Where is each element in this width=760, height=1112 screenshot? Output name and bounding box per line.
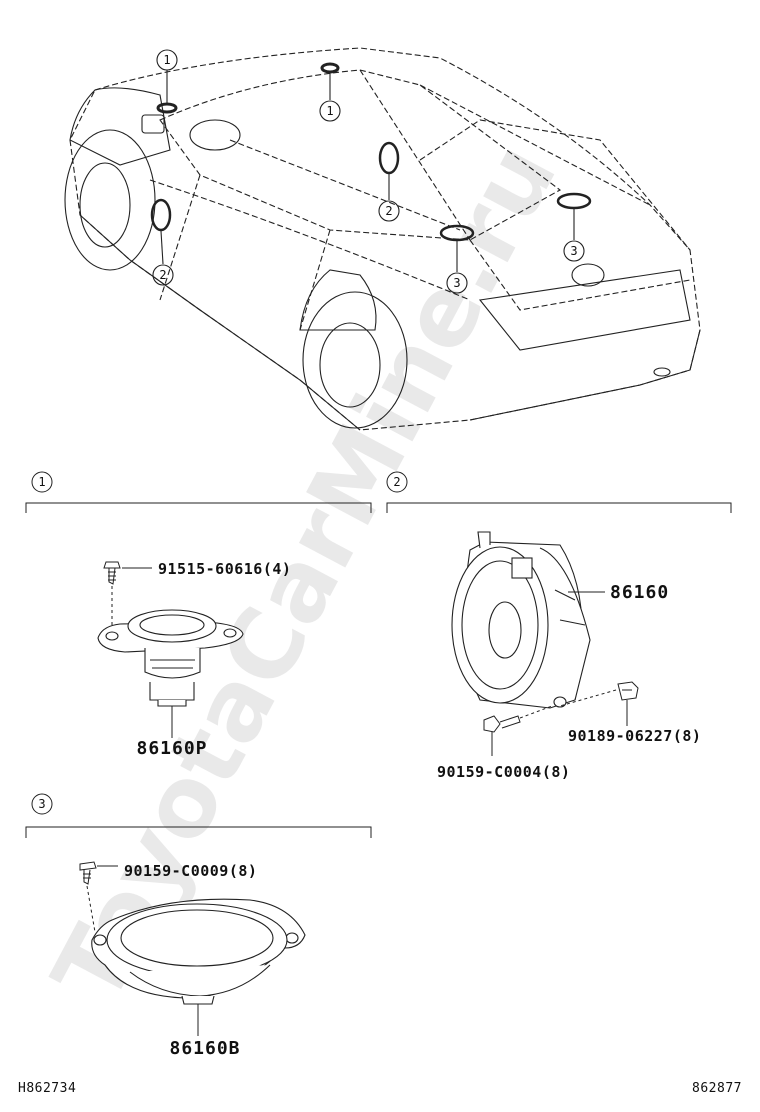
- rear-oval-speaker: [91, 898, 306, 1005]
- part-86160: 86160: [610, 582, 669, 603]
- door-speaker: [451, 531, 591, 709]
- screw-icon: [79, 861, 118, 933]
- section-2-number: 2: [393, 475, 400, 489]
- section-1-number: 1: [38, 475, 45, 489]
- section-3-number: 3: [38, 797, 45, 811]
- section-1: 1 91515-60616(4) 86160P: [25, 471, 372, 759]
- callout-1b: 1: [326, 104, 333, 118]
- part-86160B: 86160B: [169, 1038, 240, 1059]
- clip-icon: [559, 681, 639, 726]
- callout-3a: 3: [453, 276, 460, 290]
- footer-left-code: H862734: [18, 1081, 76, 1096]
- speaker-location-2a: [150, 198, 172, 232]
- section-3: 3 90159-C0009(8) 86160B: [25, 793, 372, 1059]
- callout-2a: 2: [159, 268, 166, 282]
- part-90159-C0004: 90159-C0004(8): [437, 763, 570, 781]
- callout-3b: 3: [570, 244, 577, 258]
- screw-icon: [483, 705, 553, 756]
- tweeter-speaker: [97, 609, 244, 707]
- screw-icon: [103, 561, 152, 628]
- part-90189-06227: 90189-06227(8): [568, 727, 701, 745]
- callout-2b: 2: [385, 204, 392, 218]
- car-illustration: [64, 47, 701, 431]
- section-2: 2 86160 90189-06227(8): [386, 471, 732, 781]
- speaker-location-2b: [378, 141, 400, 175]
- speaker-location-1b: [320, 62, 340, 74]
- speaker-location-1a: [156, 102, 178, 114]
- part-90159-C0009: 90159-C0009(8): [124, 862, 257, 880]
- callout-1a: 1: [163, 53, 170, 67]
- footer-right-code: 862877: [692, 1081, 742, 1096]
- car-callout-labels: 1 1 2 2 3 3: [159, 53, 577, 290]
- part-86160P: 86160P: [136, 738, 207, 759]
- part-91515-60616: 91515-60616(4): [158, 560, 291, 578]
